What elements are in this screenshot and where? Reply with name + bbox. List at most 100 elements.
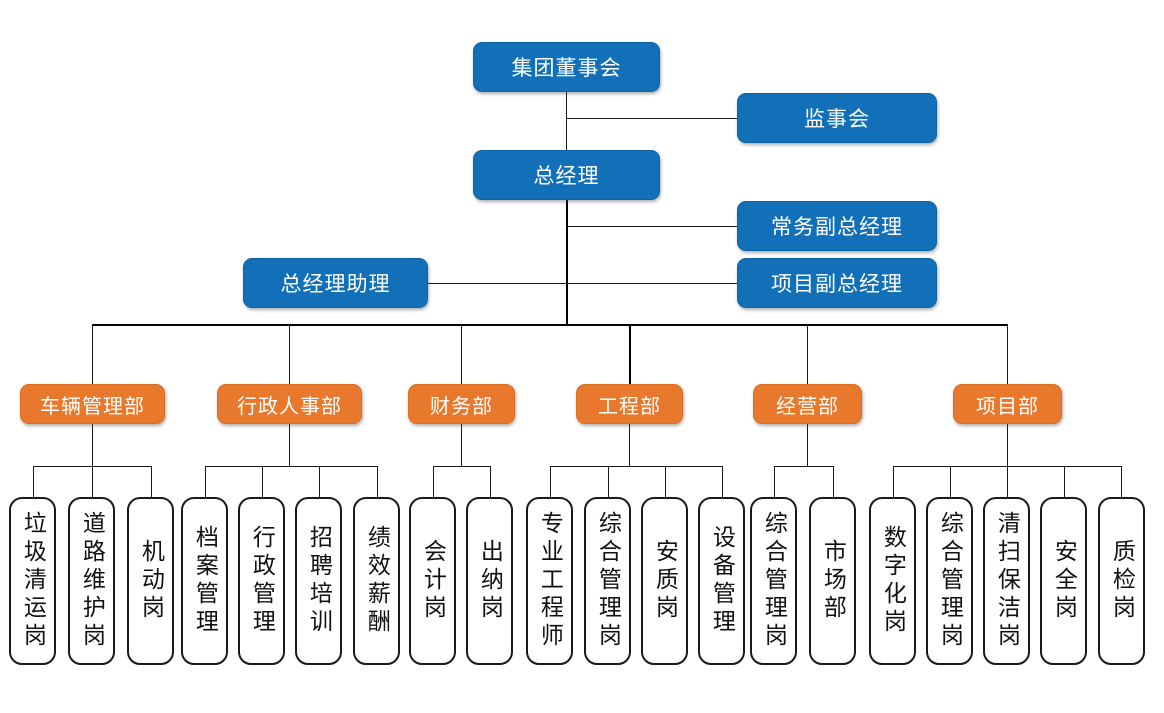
node-supervisory-board-label: 监事会 (804, 108, 870, 131)
leaf-archive-management[interactable]: 档案管理 (181, 497, 228, 665)
connector-finance-leaf-2 (490, 466, 491, 497)
connector-finance-dept-bar (433, 466, 490, 467)
connector-vehicle-leaf-3 (151, 466, 152, 497)
node-department-administration-hr-label: 行政人事部 (237, 395, 342, 418)
leaf-project-general-management-post[interactable]: 综合管理岗 (926, 497, 973, 665)
connector-hr-leaf-3 (319, 466, 320, 497)
leaf-digitalization-post[interactable]: 数字化岗 (869, 497, 916, 665)
leaf-label: 综合管理岗 (761, 511, 787, 651)
leaf-market-department[interactable]: 市场部 (809, 497, 856, 665)
connector-engineering-leaf-3 (665, 466, 666, 497)
leaf-label: 数字化岗 (880, 525, 906, 637)
leaf-label: 安质岗 (652, 539, 678, 623)
node-general-manager-label: 总经理 (533, 165, 600, 188)
connector-operations-dept-stem (807, 424, 808, 466)
connector-project-dept-stem (1007, 424, 1008, 466)
leaf-performance-compensation[interactable]: 绩效薪酬 (353, 497, 400, 665)
connector-engineering-dept-stem (629, 424, 630, 466)
connector-engineering-dept-bar (550, 466, 722, 467)
connector-engineering-leaf-4 (722, 466, 723, 497)
node-department-operations-label: 经营部 (776, 395, 839, 418)
node-department-finance[interactable]: 财务部 (408, 384, 515, 424)
connector-gm-assistant-to-trunk (428, 283, 567, 284)
node-department-engineering-label: 工程部 (598, 395, 661, 418)
connector-project-leaf-5 (1121, 466, 1122, 497)
node-executive-vice-president-label: 常务副总经理 (771, 216, 903, 239)
leaf-label: 道路维护岗 (79, 511, 105, 651)
leaf-label: 市场部 (820, 539, 846, 623)
node-department-administration-hr[interactable]: 行政人事部 (217, 384, 362, 424)
connector-hr-dept-stem (289, 424, 290, 466)
node-department-project[interactable]: 项目部 (953, 384, 1062, 424)
leaf-label: 出纳岗 (477, 539, 503, 623)
node-executive-vice-president[interactable]: 常务副总经理 (737, 201, 937, 251)
node-department-project-label: 项目部 (976, 395, 1039, 418)
leaf-operations-general-management-post[interactable]: 综合管理岗 (750, 497, 797, 665)
connector-hr-leaf-1 (205, 466, 206, 497)
connector-bus-to-finance-dept (461, 324, 462, 384)
leaf-administrative-management[interactable]: 行政管理 (238, 497, 285, 665)
leaf-label: 综合管理岗 (595, 511, 621, 651)
connector-vehicle-leaf-2 (92, 466, 93, 497)
connector-engineering-leaf-1 (550, 466, 551, 497)
connector-board-to-supervisory (566, 118, 737, 119)
connector-finance-dept-stem (461, 424, 462, 466)
leaf-garbage-transport-post[interactable]: 垃圾清运岗 (9, 497, 56, 665)
connector-project-leaf-3 (1007, 466, 1008, 497)
leaf-safety-post[interactable]: 安全岗 (1040, 497, 1087, 665)
connector-project-leaf-4 (1064, 466, 1065, 497)
connector-project-leaf-1 (893, 466, 894, 497)
leaf-equipment-management[interactable]: 设备管理 (698, 497, 745, 665)
leaf-engineering-general-management-post[interactable]: 综合管理岗 (584, 497, 631, 665)
leaf-label: 档案管理 (192, 525, 218, 637)
leaf-cleaning-sanitation-post[interactable]: 清扫保洁岗 (983, 497, 1030, 665)
connector-board-to-gm (566, 92, 567, 150)
node-general-manager-assistant[interactable]: 总经理助理 (243, 258, 428, 308)
connector-bus-to-engineering-dept (629, 324, 631, 384)
node-board-of-directors-label: 集团董事会 (511, 57, 622, 80)
connector-hr-leaf-4 (377, 466, 378, 497)
leaf-label: 安全岗 (1051, 539, 1077, 623)
leaf-label: 机动岗 (138, 539, 164, 623)
leaf-label: 清扫保洁岗 (994, 511, 1020, 651)
leaf-label: 招聘培训 (306, 525, 332, 637)
leaf-safety-quality-post[interactable]: 安质岗 (641, 497, 688, 665)
leaf-cashier-post[interactable]: 出纳岗 (466, 497, 513, 665)
leaf-road-maintenance-post[interactable]: 道路维护岗 (68, 497, 115, 665)
connector-finance-leaf-1 (433, 466, 434, 497)
node-project-vice-president[interactable]: 项目副总经理 (737, 258, 937, 308)
leaf-label: 设备管理 (709, 525, 735, 637)
leaf-mobile-duty-post[interactable]: 机动岗 (127, 497, 174, 665)
node-supervisory-board[interactable]: 监事会 (737, 93, 937, 143)
node-department-vehicle-management[interactable]: 车辆管理部 (20, 384, 165, 424)
node-general-manager[interactable]: 总经理 (473, 150, 660, 200)
connector-vehicle-leaf-1 (33, 466, 34, 497)
leaf-label: 垃圾清运岗 (20, 511, 46, 651)
connector-bus-to-hr-dept (289, 324, 290, 384)
connector-hr-dept-bar (205, 466, 377, 467)
connector-gm-to-executive-vp (566, 226, 737, 227)
node-department-engineering[interactable]: 工程部 (576, 384, 683, 424)
node-board-of-directors[interactable]: 集团董事会 (473, 42, 660, 92)
leaf-label: 行政管理 (249, 525, 275, 637)
leaf-label: 质检岗 (1109, 539, 1135, 623)
connector-operations-leaf-2 (833, 466, 834, 497)
leaf-label: 综合管理岗 (937, 511, 963, 651)
leaf-recruitment-training[interactable]: 招聘培训 (295, 497, 342, 665)
connector-bus-to-operations-dept (807, 324, 808, 384)
node-department-vehicle-management-label: 车辆管理部 (40, 395, 145, 418)
connector-gm-trunk (566, 200, 568, 324)
node-department-finance-label: 财务部 (430, 395, 493, 418)
leaf-quality-inspection-post[interactable]: 质检岗 (1098, 497, 1145, 665)
node-general-manager-assistant-label: 总经理助理 (280, 273, 391, 296)
connector-operations-leaf-1 (774, 466, 775, 497)
leaf-accounting-post[interactable]: 会计岗 (409, 497, 456, 665)
connector-bus-to-project-dept (1007, 324, 1008, 384)
connector-vehicle-dept-stem (92, 424, 93, 466)
connector-engineering-leaf-2 (608, 466, 609, 497)
leaf-label: 专业工程师 (537, 511, 563, 651)
connector-operations-dept-bar (774, 466, 833, 467)
leaf-professional-engineer[interactable]: 专业工程师 (526, 497, 573, 665)
node-department-operations[interactable]: 经营部 (753, 384, 862, 424)
